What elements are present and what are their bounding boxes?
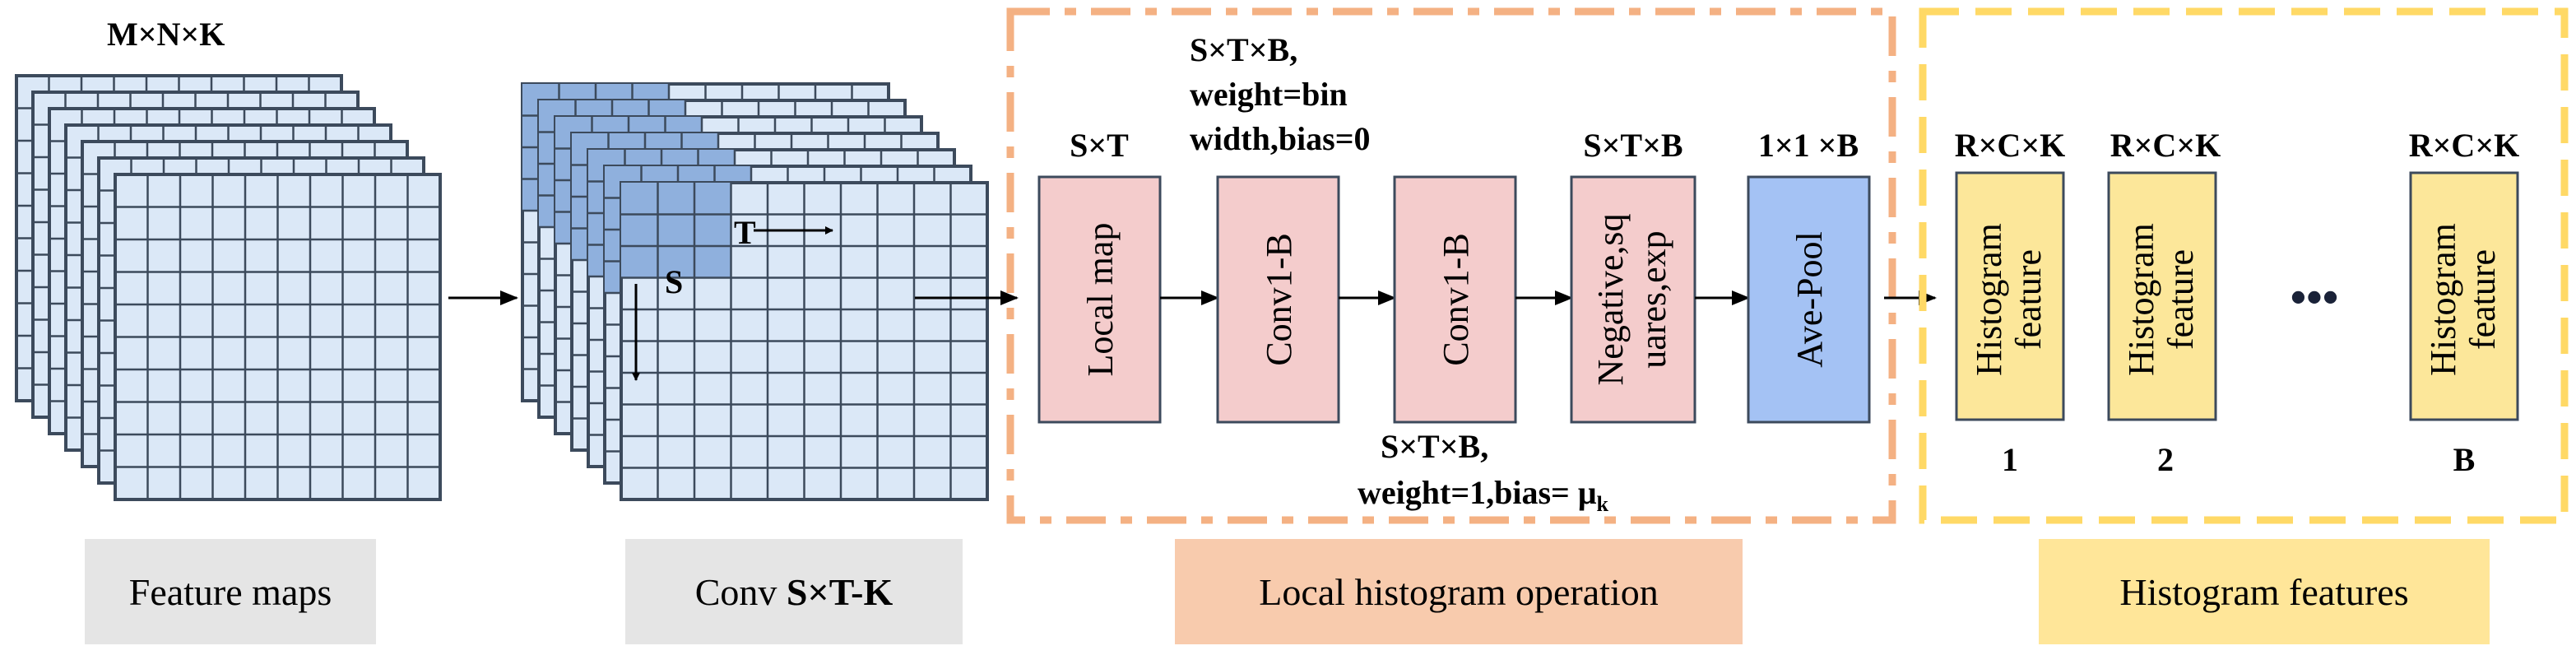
feature-map-stack — [15, 74, 442, 501]
conv2-note-line2: weight=1,bias= μk — [1358, 474, 1609, 516]
avepool-label: Ave-Pool — [1789, 231, 1830, 367]
negative-label-line2: uares,exp — [1633, 230, 1673, 368]
conv-feature-map-layer — [620, 181, 989, 501]
conv2-box — [1393, 175, 1517, 424]
histogram-b-line2: feature — [2462, 249, 2503, 350]
conv2-note-main: weight=1,bias= μ — [1358, 474, 1597, 511]
negative-dimension: S×T×B — [1583, 127, 1683, 164]
histogram-ellipsis: ••• — [2291, 272, 2339, 323]
conv1-box — [1216, 175, 1340, 424]
conv-feature-map-stack — [521, 82, 989, 501]
histogram-1-line2: feature — [2008, 249, 2049, 350]
local-map-dimension: S×T — [1070, 127, 1129, 164]
local-map-label: Local map — [1080, 223, 1121, 377]
histogram-b-index: B — [2453, 441, 2476, 478]
histogram-features-dashed-frame — [1919, 7, 2569, 524]
local-map-box — [1037, 175, 1162, 424]
feature-map-dimension-label: M×N×K — [107, 16, 225, 53]
histogram-2-line1: Histogram — [2121, 223, 2161, 376]
feature-map-layer — [114, 173, 442, 501]
histogram-1-index: 1 — [2002, 441, 2018, 478]
histogram-2-index: 2 — [2157, 441, 2174, 478]
conv1-note-line3: width,bias=0 — [1190, 120, 1371, 157]
histogram-2-line2: feature — [2161, 249, 2201, 350]
caption-histogram-features: Histogram features — [2119, 571, 2408, 613]
caption-local-histogram-bg — [1175, 539, 1743, 644]
histogram-2-dimension: R×C×K — [2110, 127, 2221, 164]
avepool-box — [1747, 175, 1871, 424]
negative-squares-exp-box — [1570, 175, 1696, 424]
conv1-label: Conv1-B — [1259, 233, 1299, 365]
histogram-1-dimension: R×C×K — [1955, 127, 2065, 164]
histogram-b-line1: Histogram — [2423, 223, 2463, 376]
histogram-feature-1 — [1955, 171, 2065, 421]
conv-s-label: S — [665, 263, 683, 300]
caption-local-histogram: Local histogram operation — [1259, 571, 1658, 613]
caption-conv-prefix: Conv — [695, 571, 787, 613]
conv1-note-line1: S×T×B, — [1190, 31, 1297, 68]
negative-label-line1: Negative,sq — [1590, 214, 1631, 386]
conv1-note-line2: weight=bin — [1190, 76, 1348, 113]
histogram-feature-b — [2409, 171, 2519, 421]
histogram-1-line1: Histogram — [1969, 223, 2009, 376]
caption-conv: Conv S×T-K — [695, 571, 893, 613]
caption-feature-maps: Feature maps — [129, 571, 332, 613]
conv-t-label: T — [734, 214, 756, 251]
conv2-note-line1: S×T×B, — [1381, 428, 1488, 465]
caption-conv-bold: S×T-K — [787, 571, 893, 613]
caption-histogram-features-bg — [2039, 539, 2490, 644]
histogram-feature-2 — [2107, 171, 2217, 421]
local-histogram-dashed-frame — [1006, 7, 1896, 524]
histogram-b-dimension: R×C×K — [2409, 127, 2519, 164]
avepool-dimension: 1×1 ×B — [1758, 127, 1859, 164]
caption-conv-bg — [625, 539, 963, 644]
caption-feature-maps-bg — [85, 539, 376, 644]
conv2-note-subscript: k — [1597, 492, 1609, 516]
conv2-label: Conv1-B — [1436, 233, 1476, 365]
